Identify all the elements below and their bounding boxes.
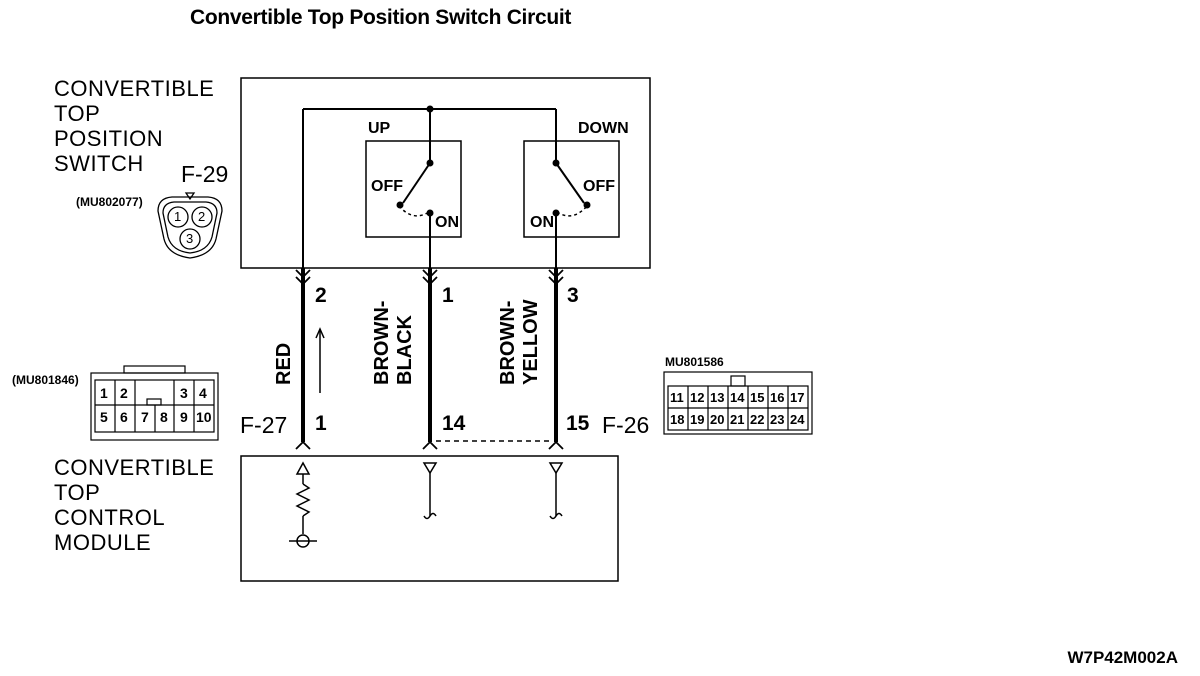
module-pullup-resistor <box>289 461 317 548</box>
switch-name-line-3: POSITION <box>54 126 164 151</box>
f26-pin-17: 17 <box>790 390 805 405</box>
wire-color-brown-yellow: BROWN-YELLOW <box>497 299 542 385</box>
f29-pin-3: 3 <box>186 231 194 246</box>
f26-pin-15: 15 <box>750 390 765 405</box>
mu801846-connector-face <box>90 365 219 441</box>
module-pin-15: 15 <box>566 412 590 435</box>
f26-pin-19: 19 <box>690 412 705 427</box>
f29-connector-face <box>157 192 223 259</box>
f26-pin-18: 18 <box>670 412 685 427</box>
wire-color-red: RED <box>273 342 295 385</box>
f26-part-number: MU801586 <box>665 355 724 369</box>
switch-name-line-2: TOP <box>54 101 101 126</box>
up-switch-off-contact <box>396 201 404 209</box>
down-switch-box <box>523 140 620 238</box>
module-pin-14: 14 <box>442 412 466 435</box>
f29-connector-id: F-29 <box>181 161 229 187</box>
f26-pin-22: 22 <box>750 412 765 427</box>
f29-pin-1: 1 <box>174 209 182 224</box>
down-off-label: OFF <box>583 178 615 195</box>
switch-pin-1: 1 <box>442 284 454 307</box>
f27-pin-1: 1 <box>100 385 108 401</box>
module-name-line-3: CONTROL <box>54 505 166 530</box>
switch-pin-2: 2 <box>315 284 327 307</box>
module-pin-1: 1 <box>315 412 327 435</box>
f26-pin-14: 14 <box>730 390 745 405</box>
f29-pin-2: 2 <box>198 209 206 224</box>
up-on-label: ON <box>435 214 459 231</box>
f27-pin-6: 6 <box>120 409 128 425</box>
f27-pin-9: 9 <box>180 409 188 425</box>
mu801586-connector-face <box>663 371 813 435</box>
module-input-15 <box>548 462 564 520</box>
f27-pin-2: 2 <box>120 385 128 401</box>
f27-pin-10: 10 <box>196 409 212 425</box>
switch-name-line-4: SWITCH <box>54 151 144 176</box>
f27-pin-5: 5 <box>100 409 108 425</box>
up-switch-box <box>365 140 462 238</box>
down-on-label: ON <box>530 214 554 231</box>
f26-pin-20: 20 <box>710 412 725 427</box>
f26-pin-12: 12 <box>690 390 705 405</box>
down-switch-off-contact <box>583 201 591 209</box>
f27-connector-id: F-27 <box>240 412 288 438</box>
down-label: DOWN <box>578 120 629 137</box>
down-switch-pivot <box>552 159 560 167</box>
up-switch <box>398 109 431 268</box>
up-off-label: OFF <box>371 178 403 195</box>
f26-pin-13: 13 <box>710 390 725 405</box>
switch-pin-3: 3 <box>567 284 579 307</box>
f27-pin-7: 7 <box>141 409 149 425</box>
up-label: UP <box>368 120 391 137</box>
module-name-line-4: MODULE <box>54 530 152 555</box>
switch-enclosure <box>240 77 651 269</box>
f27-pin-4: 4 <box>199 385 207 401</box>
f27-pin-8: 8 <box>160 409 168 425</box>
down-switch <box>555 109 588 268</box>
f27-pin-3: 3 <box>180 385 188 401</box>
module-name-line-1: CONVERTIBLE <box>54 455 215 480</box>
f26-connector-id: F-26 <box>602 412 650 438</box>
wire-color-brown-black: BROWN-BLACK <box>371 300 416 385</box>
f26-pin-23: 23 <box>770 412 785 427</box>
harness-wires <box>301 268 558 442</box>
switch-connector-chevrons <box>295 269 564 286</box>
module-name-line-2: TOP <box>54 480 101 505</box>
f29-part-number: (MU802077) <box>76 195 143 209</box>
f26-pin-24: 24 <box>790 412 805 427</box>
f26-pin-16: 16 <box>770 390 785 405</box>
module-input-14 <box>422 462 438 520</box>
down-switch-on-contact <box>552 209 560 217</box>
diagram-title: Convertible Top Position Switch Circuit <box>190 6 572 29</box>
module-connector-chevrons <box>295 440 564 450</box>
f26-pin-11: 11 <box>670 390 684 405</box>
document-id: W7P42M002A <box>1067 648 1178 667</box>
switch-name-line-1: CONVERTIBLE <box>54 76 215 101</box>
up-switch-pivot <box>426 159 434 167</box>
up-switch-on-contact <box>426 209 434 217</box>
f26-pin-21: 21 <box>730 412 745 427</box>
f27-part-number: (MU801846) <box>12 373 79 387</box>
current-direction-arrow <box>315 327 325 393</box>
module-enclosure <box>240 455 619 582</box>
